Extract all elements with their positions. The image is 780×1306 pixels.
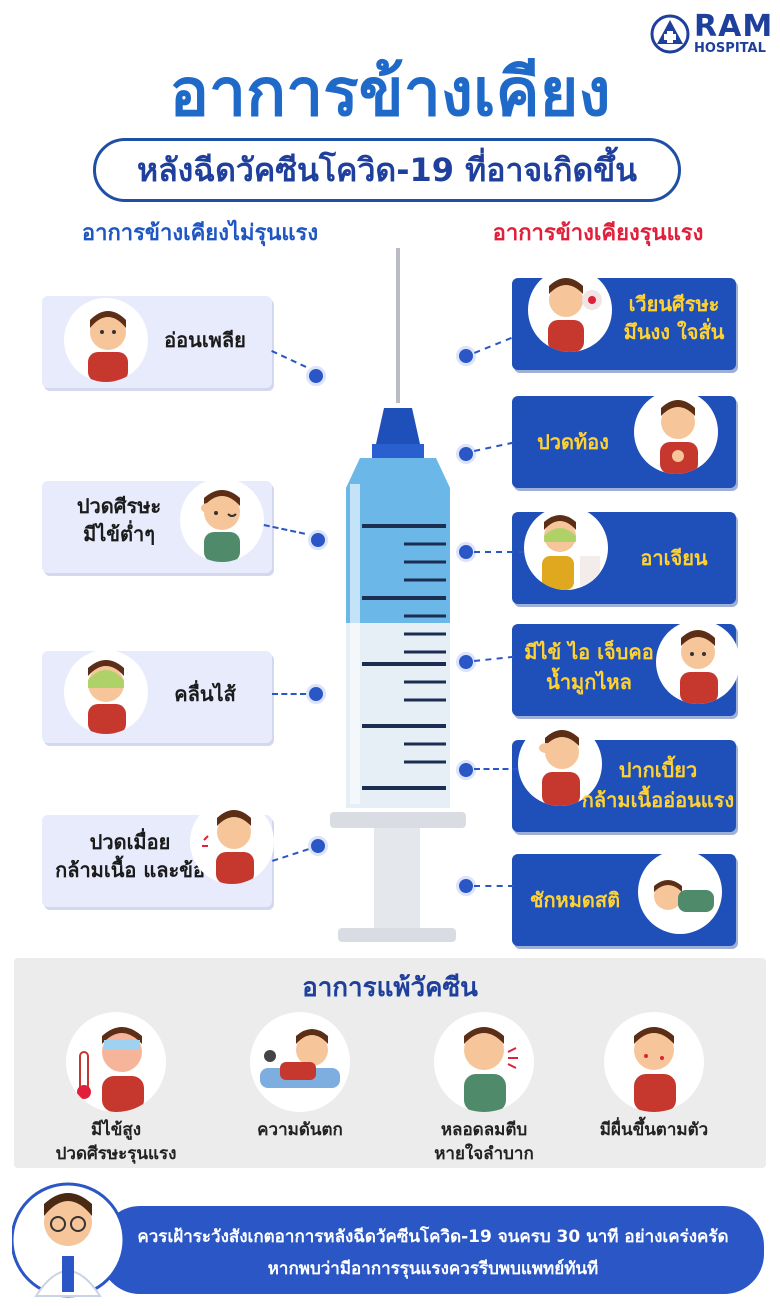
severe-item-4-line2: น้ำมูกไหล <box>546 670 632 694</box>
severe-item-1-line1: เวียนศีรษะ <box>628 292 720 316</box>
severe-connector-dot-4 <box>456 652 476 672</box>
mild-item-3-text: คลื่นไส้ <box>174 682 236 706</box>
mild-connector-dot-3 <box>306 684 326 704</box>
fatigue-person-icon <box>64 298 148 382</box>
severe-connector-dot-3 <box>456 542 476 562</box>
headache-person-icon <box>180 478 264 562</box>
allergy-item-3-line1: หลอดลมตีบ <box>440 1120 528 1140</box>
page-subtitle: หลังฉีดวัคซีนโควิด-19 ที่อาจเกิดขึ้น <box>136 151 638 189</box>
breathing-difficulty-person-icon <box>434 1012 534 1112</box>
mild-connector-line-4 <box>272 848 309 862</box>
severe-connector-line-3 <box>474 551 524 553</box>
severe-connector-line-4 <box>474 655 514 662</box>
high-fever-person-icon <box>66 1012 166 1112</box>
severe-item-5-line1: ปากเบี้ยว <box>618 758 698 782</box>
severe-item-3-text: อาเจียน <box>640 546 708 570</box>
severe-item-4-line1: มีไข้ ไอ เจ็บคอ <box>524 640 654 664</box>
mild-connector-line-3 <box>272 693 306 695</box>
allergy-item-1-line1: มีไข้สูง <box>90 1120 142 1140</box>
nausea-person-icon <box>64 650 148 734</box>
allergy-heading: อาการแพ้วัคซีน <box>302 973 478 1003</box>
rash-person-icon <box>604 1012 704 1112</box>
allergy-item-4-line1: มีผื่นขึ้นตามตัว <box>599 1120 709 1140</box>
mild-item-2-line2: มีไข้ต่ำๆ <box>83 522 155 546</box>
doctor-icon <box>12 1182 124 1298</box>
mild-item-1-text: อ่อนเพลีย <box>164 328 246 352</box>
ram-logo-icon <box>650 14 690 54</box>
mild-item-2-line1: ปวดศีรษะ <box>76 494 162 518</box>
allergy-item-1-line2: ปวดศีรษะรุนแรง <box>55 1144 177 1164</box>
muscle-pain-person-icon <box>190 800 274 884</box>
warning-banner <box>100 1206 764 1294</box>
low-blood-pressure-person-icon <box>250 1012 350 1112</box>
mild-item-4-line1: ปวดเมื่อย <box>89 830 171 854</box>
severe-connector-dot-6 <box>456 876 476 896</box>
mild-connector-dot-1 <box>306 366 326 386</box>
severe-item-5-line2: กล้ามเนื้ออ่อนแรง <box>581 788 735 812</box>
banner-line-2: หากพบว่ามีอาการรุนแรงควรรีบพบแพทย์ทันที <box>267 1259 599 1279</box>
severe-item-1-line2: มึนงง ใจสั่น <box>623 320 725 344</box>
severe-heading: อาการข้างเคียงรุนแรง <box>492 221 704 246</box>
severe-connector-line-1 <box>474 337 512 354</box>
page-title: อาการข้างเคียง <box>169 54 611 131</box>
syringe-icon <box>330 248 466 942</box>
vomiting-person-icon <box>524 506 608 590</box>
facial-palsy-person-icon <box>518 722 602 806</box>
severe-connector-line-6 <box>474 885 514 887</box>
severe-connector-dot-2 <box>456 444 476 464</box>
severe-item-2-text: ปวดท้อง <box>537 430 609 454</box>
allergy-item-2-line1: ความดันตก <box>257 1120 343 1140</box>
logo-subname: HOSPITAL <box>694 41 766 56</box>
dizziness-person-icon <box>528 268 612 352</box>
banner-line-1: ควรเฝ้าระวังสังเกตอาการหลังฉีดวัคซีนโควิ… <box>137 1227 729 1247</box>
logo-name: RAM <box>694 9 774 44</box>
seizure-person-icon <box>638 850 722 934</box>
severe-item-6-text: ชักหมดสติ <box>529 888 621 912</box>
mild-heading: อาการข้างเคียงไม่รุนแรง <box>81 221 319 246</box>
subtitle-box: หลังฉีดวัคซีนโควิด-19 ที่อาจเกิดขึ้น <box>93 138 681 202</box>
fever-cough-person-icon <box>656 620 740 704</box>
severe-connector-dot-5 <box>456 760 476 780</box>
allergy-item-3-line2: หายใจลำบาก <box>434 1144 534 1164</box>
mild-item-4-line2: กล้ามเนื้อ และข้อ <box>55 858 205 882</box>
severe-connector-line-2 <box>474 441 514 452</box>
severe-connector-line-5 <box>474 768 518 770</box>
mild-connector-line-1 <box>271 350 307 368</box>
mild-connector-dot-2 <box>308 530 328 550</box>
severe-connector-dot-1 <box>456 346 476 366</box>
stomachache-person-icon <box>634 390 718 474</box>
mild-connector-dot-4 <box>308 836 328 856</box>
